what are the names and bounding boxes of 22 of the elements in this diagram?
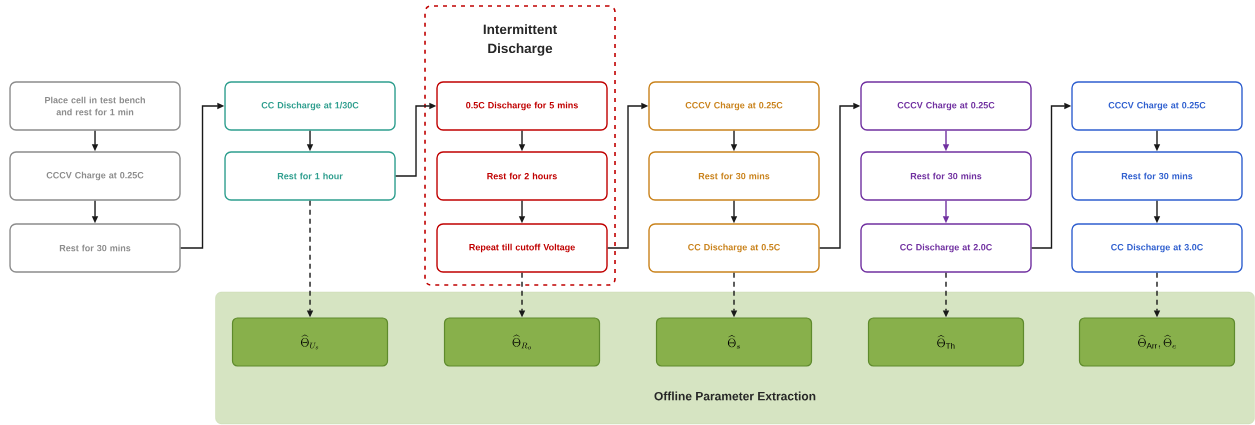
process-box: CCCV Charge at 0.25C: [9, 151, 181, 201]
process-box: Place cell in test bench and rest for 1 min: [9, 81, 181, 131]
process-box: CCCV Charge at 0.25C: [860, 81, 1032, 131]
process-box: CC Discharge at 3.0C: [1071, 223, 1243, 273]
process-box: CCCV Charge at 0.25C: [648, 81, 820, 131]
process-box: CC Discharge at 2.0C: [860, 223, 1032, 273]
result-box: $\widehat{\Theta}_{\mathrm{Th}}$: [867, 317, 1025, 367]
process-box: Rest for 30 mins: [9, 223, 181, 273]
process-box: Rest for 30 mins: [860, 151, 1032, 201]
result-box: $\widehat{\Theta}_{s}$: [655, 317, 813, 367]
result-box: $\widehat{\Theta}_{\mathrm{Arr}},\widehat{\Theta}_{e}$: [1078, 317, 1236, 367]
process-box: CC Discharge at 0.5C: [648, 223, 820, 273]
process-box: Repeat till cutoff Voltage: [436, 223, 608, 273]
result-box: $\widehat{\Theta}_{R_o}$: [443, 317, 601, 367]
result-box: $\widehat{\Theta}_{U_s}$: [231, 317, 389, 367]
process-box: 0.5C Discharge for 5 mins: [436, 81, 608, 131]
process-box: CCCV Charge at 0.25C: [1071, 81, 1243, 131]
process-box: Rest for 30 mins: [1071, 151, 1243, 201]
process-box: Rest for 1 hour: [224, 151, 396, 201]
process-box: Rest for 2 hours: [436, 151, 608, 201]
process-box: Rest for 30 mins: [648, 151, 820, 201]
process-box: CC Discharge at 1/30C: [224, 81, 396, 131]
